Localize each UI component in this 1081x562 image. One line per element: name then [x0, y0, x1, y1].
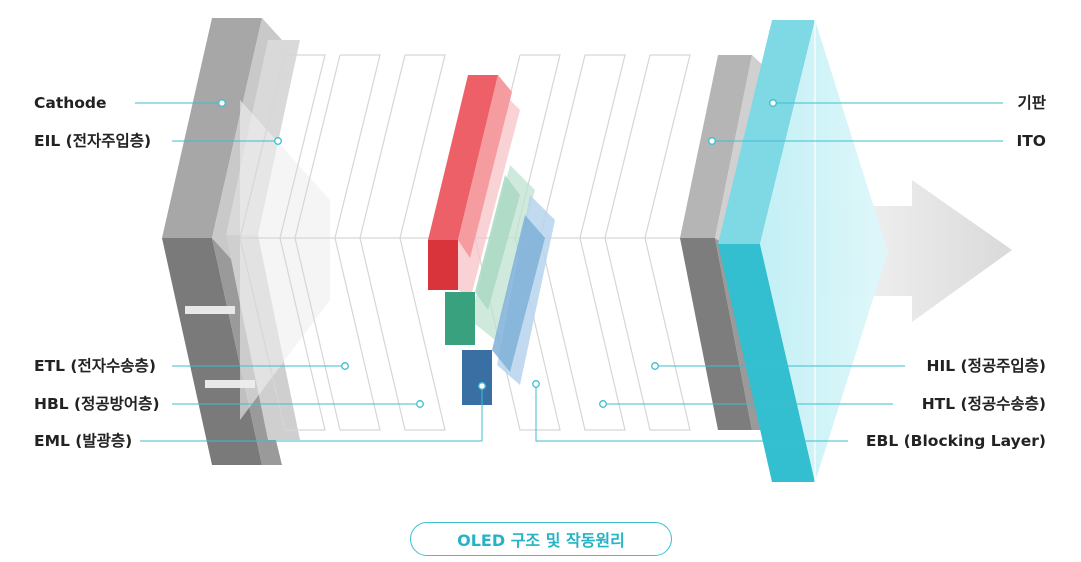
label-ebl: EBL (Blocking Layer) [865, 432, 1046, 450]
label-eml: EML (발광층) [34, 432, 133, 450]
oled-structure-illustration [135, 18, 1012, 482]
label-etl: ETL (전자수송층) [34, 357, 156, 375]
label-htl: HTL (정공수송층) [921, 395, 1046, 413]
blue-subpixel [462, 350, 492, 405]
label-ito: ITO [1016, 132, 1046, 150]
label-hil: HIL (정공주입층) [926, 357, 1046, 375]
label-substrate: 기판 [1017, 94, 1046, 112]
leader-lines-right [535, 102, 1003, 442]
green-subpixel [445, 292, 475, 345]
diagram-caption: OLED 구조 및 작동원리 [410, 522, 672, 556]
leader-lines-left [135, 102, 483, 442]
red-subpixel [428, 75, 498, 240]
label-eil: EIL (전자주입층) [34, 132, 152, 150]
eml-rgb-subpixels [428, 75, 555, 405]
marker-dots [218, 99, 777, 408]
label-hbl: HBL (정공방어층) [34, 395, 160, 413]
etl-hbl-layers [239, 54, 446, 431]
label-cathode: Cathode [34, 94, 107, 112]
